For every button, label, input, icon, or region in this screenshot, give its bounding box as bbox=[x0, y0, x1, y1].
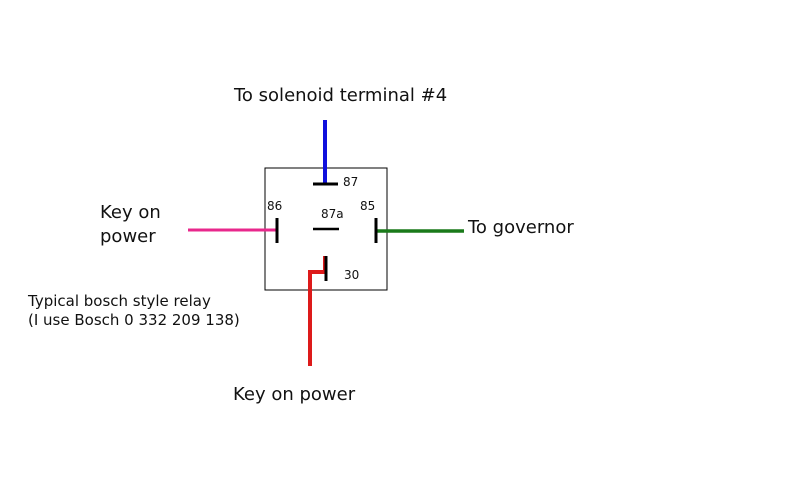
pin-label-30: 30 bbox=[344, 268, 359, 282]
wire-key-on-power-bottom bbox=[308, 256, 327, 366]
pin-label-86: 86 bbox=[267, 199, 282, 213]
note-relay-type: Typical bosch style relay bbox=[27, 292, 211, 310]
label-to-solenoid: To solenoid terminal #4 bbox=[233, 85, 447, 106]
note-relay-part-number: (I use Bosch 0 332 209 138) bbox=[28, 311, 240, 329]
pin-label-87a: 87a bbox=[321, 207, 344, 221]
label-key-on-line2: power bbox=[100, 226, 156, 247]
label-to-governor: To governor bbox=[467, 217, 574, 238]
pin-label-85: 85 bbox=[360, 199, 375, 213]
label-key-on-line1: Key on bbox=[100, 202, 161, 223]
pin-label-87: 87 bbox=[343, 175, 358, 189]
label-key-on-power-bottom: Key on power bbox=[233, 384, 356, 405]
